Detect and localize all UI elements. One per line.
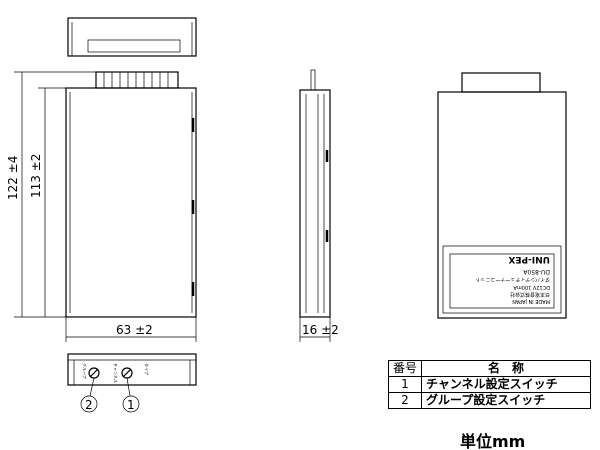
nameplate-origin: MADE IN JAPAN bbox=[512, 298, 550, 304]
back-view: MADE IN JAPAN 日本電音株式会社 DC12V 100mA ダイバシテ… bbox=[437, 72, 567, 319]
table-header-row: 番号名 称 bbox=[388, 360, 591, 377]
channel-knob[interactable] bbox=[121, 367, 133, 379]
nameplate-brand: UNI-PEX bbox=[508, 254, 550, 264]
callout-1: 1 bbox=[127, 398, 135, 412]
row-name: チャンネル設定スイッチ bbox=[421, 376, 591, 393]
top-view bbox=[67, 17, 197, 57]
dim-width: 63 ±2 bbox=[116, 323, 153, 337]
header-number: 番号 bbox=[388, 360, 422, 377]
dimension-lines bbox=[14, 71, 331, 342]
dim-body-height: 113 ±2 bbox=[29, 154, 43, 198]
nameplate-rating: DC12V 100mA bbox=[513, 284, 550, 290]
dim-depth: 16 ±2 bbox=[302, 323, 339, 337]
nameplate-model: DU-850A bbox=[522, 268, 550, 275]
row-number: 2 bbox=[388, 392, 422, 409]
channel-knob-label: チャンネル bbox=[113, 363, 119, 383]
header-name: 名 称 bbox=[421, 360, 591, 377]
row-number: 1 bbox=[388, 376, 422, 393]
type-label: タイプ bbox=[144, 363, 150, 375]
bottom-view: グループ チャンネル タイプ 2 1 bbox=[67, 353, 197, 413]
row-name: グループ設定スイッチ bbox=[421, 392, 591, 409]
group-knob[interactable] bbox=[88, 367, 100, 379]
front-view bbox=[65, 71, 197, 318]
side-view bbox=[299, 69, 331, 318]
dim-total-height: 122 ±4 bbox=[6, 156, 20, 200]
nameplate-maker: 日本電音株式会社 bbox=[510, 291, 550, 298]
nameplate-desc: ダイバシティチューナーユニット bbox=[475, 276, 550, 283]
unit-label: 単位mm bbox=[460, 432, 526, 450]
callout-2: 2 bbox=[85, 398, 93, 412]
group-knob-label: グループ bbox=[82, 363, 88, 379]
